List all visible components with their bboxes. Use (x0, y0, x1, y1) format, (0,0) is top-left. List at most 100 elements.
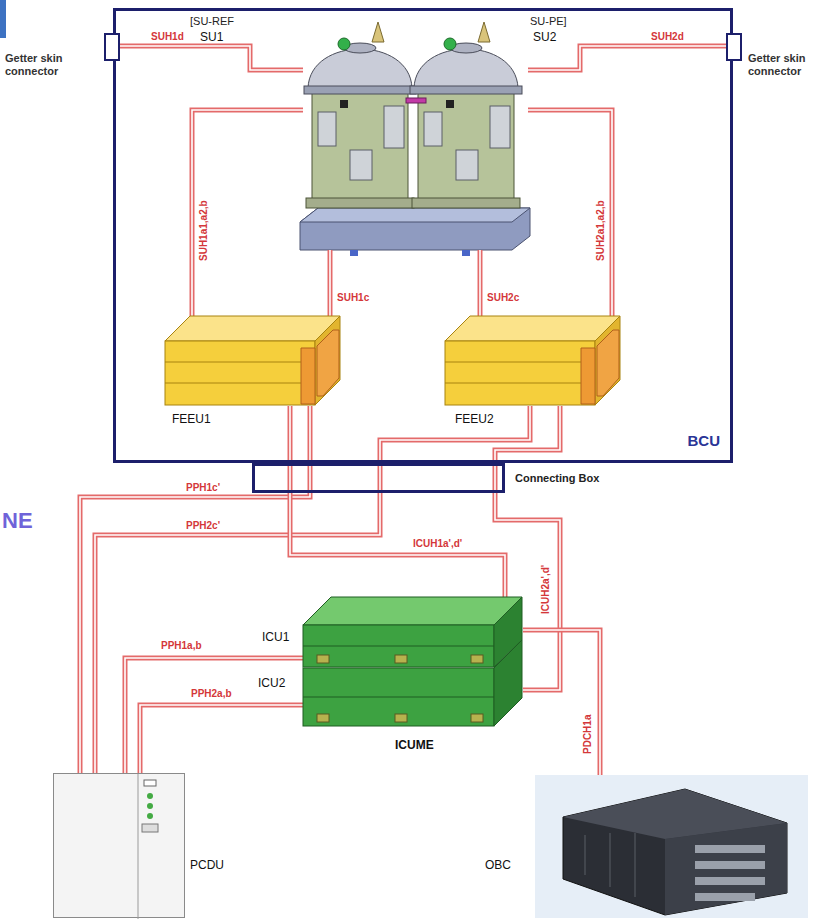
wire-label: SUH1c (336, 292, 370, 304)
unit-outline (165, 316, 347, 406)
base-plate-top (300, 208, 530, 222)
mount-foot (395, 655, 407, 663)
photo-ground (535, 775, 808, 918)
wire-label: SUH1d (150, 31, 185, 43)
box-top (445, 316, 620, 341)
indicator (142, 824, 158, 832)
box-top (165, 316, 340, 341)
cable-wire (528, 110, 612, 316)
cut-heading: NE (2, 508, 33, 534)
cable-wire (120, 46, 303, 70)
mount-foot (317, 655, 329, 663)
cable-core (479, 250, 481, 316)
wire-label: SUH1a1,a2,b (198, 199, 210, 262)
box-front (303, 668, 494, 726)
connector-box: Getter skin connector (726, 33, 742, 61)
group-name: ICUME (395, 738, 434, 752)
cable-wire (140, 705, 303, 773)
cable-core (140, 705, 303, 773)
box-seam (445, 383, 595, 384)
cable-outline (290, 406, 505, 597)
cable-outline (120, 46, 303, 70)
obc-fin (585, 835, 586, 875)
sensor-tank (410, 22, 522, 208)
mount-foot (395, 714, 407, 722)
wire-label: ICUH1a',d' (412, 538, 463, 550)
indicator (144, 780, 156, 786)
unit-outline (445, 316, 627, 406)
cable-core (495, 406, 560, 690)
connector-name: Getter skin connector (748, 52, 828, 78)
cable-core (523, 630, 600, 775)
cable-core (329, 250, 331, 316)
panel-divider (138, 774, 139, 919)
connector-panel (597, 330, 619, 396)
sensor-unit: [SU-REFSU1 (303, 22, 417, 250)
unit-name: SU1 (200, 30, 223, 44)
unit-tag: SU-PE] (530, 14, 567, 28)
box-name: Connecting Box (515, 471, 599, 485)
cable-core (125, 658, 303, 773)
unit-outline (303, 597, 523, 668)
box-side (315, 316, 340, 405)
box-seam (303, 646, 494, 647)
wire-label: PDCH1a (582, 714, 594, 755)
base-fitting (350, 250, 358, 256)
unit-name: ICU2 (258, 676, 285, 690)
cable-wire (480, 250, 481, 316)
edge-bar (0, 0, 6, 38)
cable-outline (478, 250, 483, 316)
cable-wire (290, 406, 505, 597)
connector-panel (581, 348, 595, 404)
mount-foot (471, 655, 483, 663)
sensor-tank (304, 22, 416, 208)
box-front (303, 625, 494, 667)
cable-outline (528, 110, 612, 316)
obc-body (563, 789, 787, 915)
obc-fin (610, 833, 611, 887)
pipe (406, 98, 426, 103)
cable-core (192, 110, 303, 316)
mount-foot (471, 714, 483, 722)
obc-top (563, 789, 787, 839)
base-plate (300, 208, 530, 250)
status-led (147, 803, 153, 809)
box-seam (165, 383, 315, 384)
wire-label: ICUH2a',d' (540, 564, 552, 615)
obc-connector (695, 893, 755, 901)
wire-label: SUH2c (486, 292, 520, 304)
base-fitting (462, 250, 470, 256)
unit-outline (535, 775, 808, 918)
mount-foot (317, 714, 329, 722)
electronics-unit: FEEU1 (165, 316, 347, 406)
cable-wire (125, 658, 303, 773)
connector-panel (301, 348, 315, 404)
box-front (165, 341, 315, 405)
sensor-unit: SU-PE]SU2 (417, 22, 528, 250)
power-unit: PCDU (53, 773, 185, 918)
unit-name: ICU1 (262, 630, 289, 644)
cable-wire (330, 250, 331, 316)
cable-core (290, 406, 505, 597)
wire-label: SUH2d (650, 31, 685, 43)
control-unit: ICU1 (303, 597, 523, 668)
wire-label: PPH1a,b (160, 640, 203, 652)
unit-name: SU2 (533, 30, 556, 44)
cable-wire (495, 406, 560, 690)
obc-connector (695, 861, 765, 869)
cable-core (528, 46, 726, 70)
box-top (303, 597, 522, 625)
unit-name: OBC (485, 858, 511, 872)
unit-name: FEEU2 (455, 412, 494, 426)
computer-unit: OBC (535, 775, 808, 918)
cable-wire (192, 110, 303, 316)
connector-box: Getter skin connector (104, 33, 120, 61)
connector-panel (317, 330, 339, 396)
box-side (595, 316, 620, 405)
obc-face (665, 823, 787, 915)
unit-tag: [SU-REF (190, 14, 234, 28)
cable-outline (140, 705, 303, 773)
wire-label: PPH2a,b (190, 688, 233, 700)
unit-outline (54, 774, 184, 917)
obc-fin (635, 833, 636, 897)
